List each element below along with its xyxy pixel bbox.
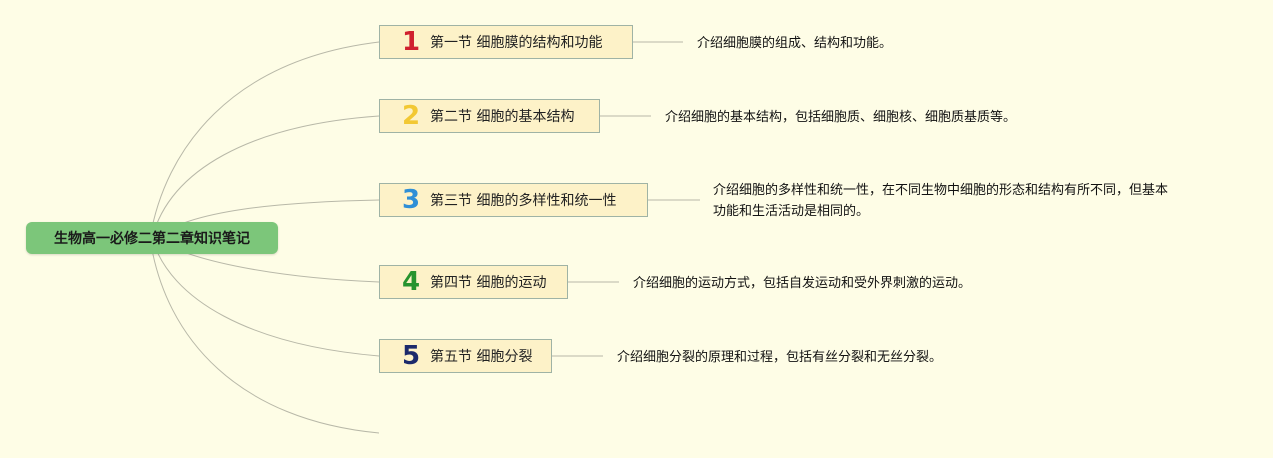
topic-description-3: 介绍细胞的多样性和统一性，在不同生物中细胞的形态和结构有所不同，但基本 功能和生… <box>713 180 1168 222</box>
branch-line-5 <box>151 237 380 357</box>
description-text: 介绍细胞的基本结构，包括细胞质、细胞核、细胞质基质等。 <box>665 110 1017 125</box>
branch-line-2 <box>151 115 380 239</box>
description-line: 功能和生活活动是相同的。 <box>713 204 870 219</box>
topic-description-4: 介绍细胞的运动方式，包括自发运动和受外界刺激的运动。 <box>633 273 971 294</box>
topic-description-1: 介绍细胞膜的组成、结构和功能。 <box>697 33 892 54</box>
topic-label: 第一节 细胞膜的结构和功能 <box>430 35 603 51</box>
root-topic-label: 生物高一必修二第二章知识笔记 <box>54 231 250 247</box>
topic-description-2: 介绍细胞的基本结构，包括细胞质、细胞核、细胞质基质等。 <box>665 107 1016 128</box>
topic-section-1[interactable]: 1 第一节 细胞膜的结构和功能 <box>379 25 633 59</box>
description-text: 介绍细胞膜的组成、结构和功能。 <box>697 36 893 51</box>
description-text: 介绍细胞的运动方式，包括自发运动和受外界刺激的运动。 <box>633 276 972 291</box>
topic-section-4[interactable]: 4 第四节 细胞的运动 <box>379 265 568 299</box>
topic-section-5[interactable]: 5 第五节 细胞分裂 <box>379 339 552 373</box>
number-1-icon: 1 <box>401 27 421 57</box>
topic-section-2[interactable]: 2 第二节 细胞的基本结构 <box>379 99 600 133</box>
number-4-icon: 4 <box>401 267 421 297</box>
topic-description-5: 介绍细胞分裂的原理和过程，包括有丝分裂和无丝分裂。 <box>617 347 942 368</box>
topic-label: 第二节 细胞的基本结构 <box>430 109 575 125</box>
number-2-icon: 2 <box>401 101 421 131</box>
root-topic[interactable]: 生物高一必修二第二章知识笔记 <box>26 222 278 254</box>
branch-line-1 <box>149 41 380 239</box>
branch-line-6 <box>149 237 380 434</box>
topic-label: 第三节 细胞的多样性和统一性 <box>430 193 617 209</box>
topic-label: 第四节 细胞的运动 <box>430 275 547 291</box>
description-text: 介绍细胞分裂的原理和过程，包括有丝分裂和无丝分裂。 <box>617 350 943 365</box>
topic-label: 第五节 细胞分裂 <box>430 349 533 365</box>
number-5-icon: 5 <box>401 341 421 371</box>
topic-section-3[interactable]: 3 第三节 细胞的多样性和统一性 <box>379 183 648 217</box>
description-line: 介绍细胞的多样性和统一性，在不同生物中细胞的形态和结构有所不同，但基本 <box>713 183 1169 198</box>
number-3-icon: 3 <box>401 185 421 215</box>
